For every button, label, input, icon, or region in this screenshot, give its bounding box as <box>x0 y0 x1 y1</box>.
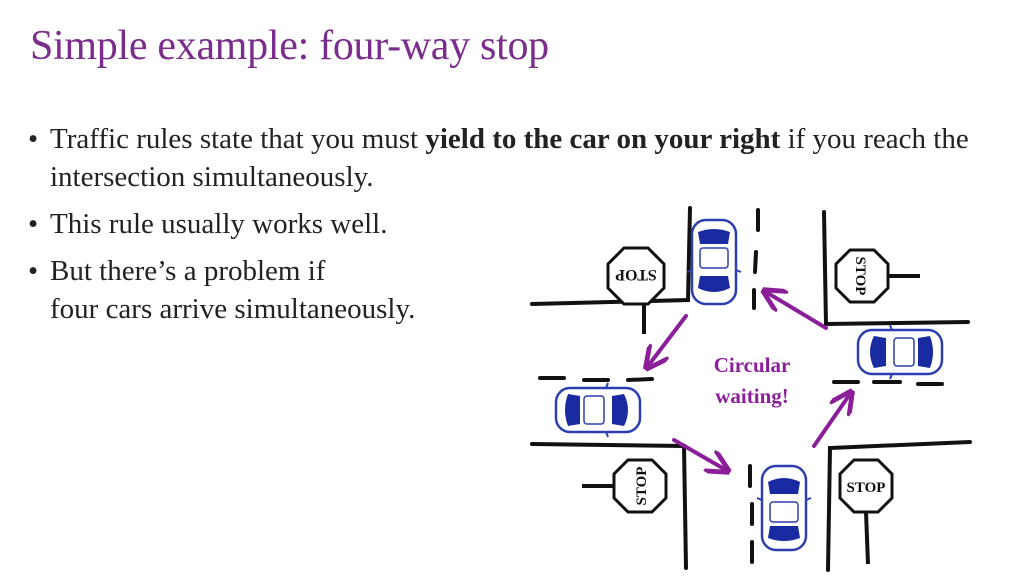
stop-sign-bottom-left: STOP <box>582 458 668 514</box>
bullet-problem-line1: But there’s a problem if <box>50 255 326 287</box>
arrow-north-to-west <box>648 314 688 366</box>
stop-sign-label: STOP <box>634 467 650 506</box>
bullet-problem: But there’s a problem if four cars arrive… <box>28 252 988 328</box>
car-west <box>554 381 642 439</box>
stop-sign-label: STOP <box>847 480 886 496</box>
bullet-rule-pre: Traffic rules state that you must <box>50 123 426 155</box>
car-north <box>685 218 743 306</box>
stop-sign-bottom-right: STOP <box>838 458 894 565</box>
arrow-east-to-north <box>766 292 828 330</box>
arrow-south-to-east <box>812 394 850 448</box>
caption-waiting: waiting! <box>715 384 789 408</box>
stop-sign-label: STOP <box>852 257 868 296</box>
caption-circular: Circular <box>714 353 791 377</box>
stop-sign-top-left: STOP <box>606 246 666 334</box>
bullet-rule: Traffic rules state that you must yield … <box>28 120 988 196</box>
circular-waiting-arrows <box>648 292 850 470</box>
bullet-works-well: This rule usually works well. <box>28 205 988 243</box>
car-south <box>755 464 813 552</box>
car-east <box>856 323 944 381</box>
arrow-west-to-south <box>672 438 726 470</box>
stop-sign-top-right: STOP <box>834 248 920 304</box>
bullet-list: Traffic rules state that you must yield … <box>28 120 988 337</box>
four-way-stop-illustration: STOP STOP STOP STOP Circular waiting! <box>530 206 972 572</box>
bullet-rule-bold: yield to the car on your right <box>425 123 781 155</box>
bullet-problem-line2: four cars arrive simultaneously. <box>50 293 416 325</box>
bullet-works-well-text: This rule usually works well. <box>50 208 388 240</box>
lane-dashes <box>538 208 944 564</box>
stop-sign-label: STOP <box>615 266 657 283</box>
slide-title: Simple example: four-way stop <box>30 23 549 69</box>
bullet-rule-post: if you reach the intersection simultaneo… <box>50 123 969 193</box>
